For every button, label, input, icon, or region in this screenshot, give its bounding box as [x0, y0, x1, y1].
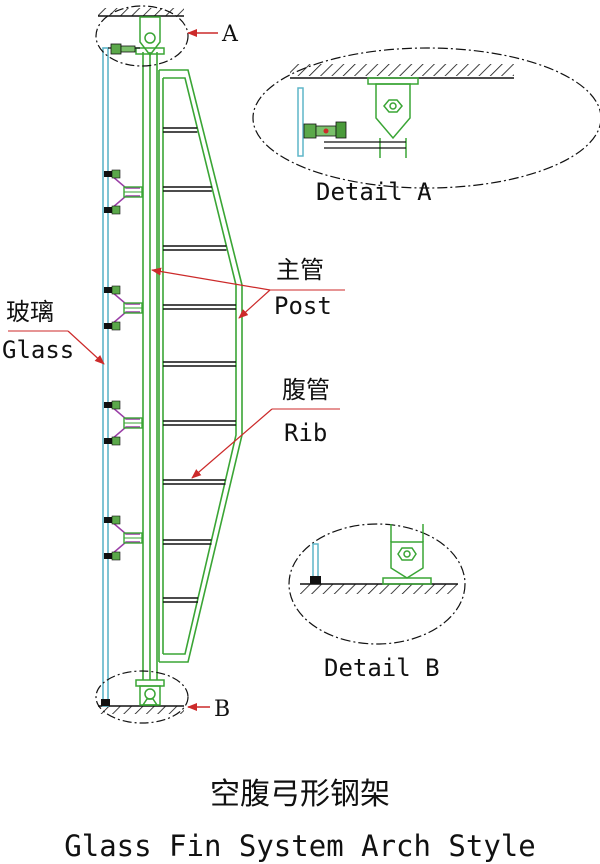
bottom-pivot-bracket: [135, 679, 165, 706]
rib-tube: [163, 597, 199, 603]
steel-post: [142, 52, 158, 680]
spider-fitting: [104, 515, 143, 561]
detail-a-view: [252, 47, 600, 189]
marker-a-label: A: [221, 22, 239, 47]
ceiling-slab: [98, 8, 184, 17]
rib-tube: [163, 479, 226, 485]
floor-slab: [98, 705, 184, 714]
glass-panel: [102, 47, 109, 707]
rib-tube: [163, 186, 212, 192]
rib-tube: [163, 361, 236, 367]
title-cn: 空腹弓形钢架: [210, 777, 390, 812]
spider-fittings: [104, 169, 143, 561]
title-en: Glass Fin System Arch Style: [64, 829, 535, 863]
post-label-cn: 主管: [276, 256, 324, 284]
rib-tube: [163, 127, 198, 133]
detail-b-circle: [288, 523, 466, 645]
top-glass-clamp: [110, 43, 136, 55]
rib-tube: [163, 304, 236, 310]
glass-label-en: Glass: [2, 336, 74, 364]
detail-b-callout-circle: [95, 670, 189, 724]
detail-a-title: Detail A: [316, 178, 432, 206]
rib-label-en: Rib: [284, 419, 327, 447]
spider-fitting: [104, 169, 143, 215]
marker-b-label: B: [214, 697, 230, 722]
truss-ribs: [163, 127, 236, 603]
rib-label-cn: 腹管: [282, 376, 330, 404]
glass-label-cn: 玻璃: [6, 298, 54, 326]
glass-leader: [8, 330, 105, 365]
detail-a-circle: [252, 47, 600, 189]
rib-tube: [163, 420, 236, 426]
rib-tube: [163, 539, 212, 545]
post-leaders: [151, 267, 345, 319]
post-label-en: Post: [274, 292, 332, 320]
rib-tube: [163, 245, 227, 251]
bottom-glass-shoe: [101, 699, 110, 706]
spider-fitting: [104, 285, 143, 331]
spider-fitting: [104, 400, 143, 446]
detail-b-view: [288, 523, 466, 645]
detail-b-title: Detail B: [324, 654, 440, 682]
rib-leader: [191, 408, 340, 479]
